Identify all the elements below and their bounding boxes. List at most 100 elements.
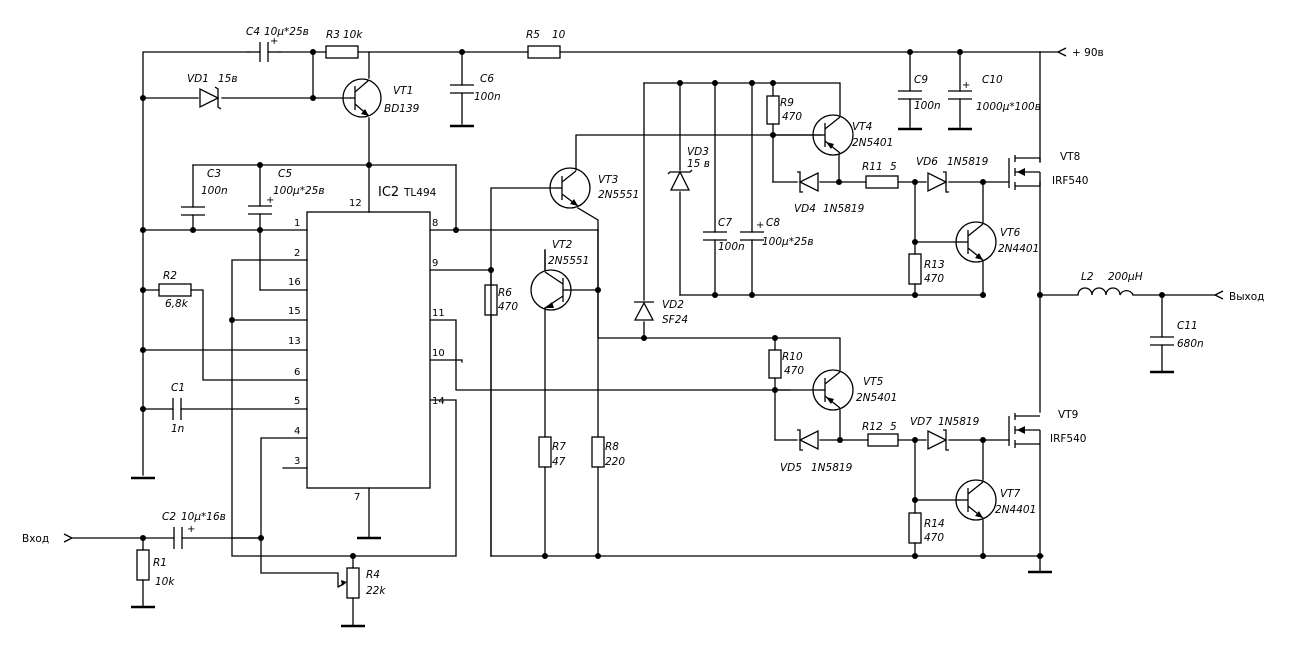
svg-text:+: + — [266, 195, 274, 206]
schottky-vd6: VD6 1N5819 — [916, 156, 989, 193]
capacitor-c6: C6 100n — [450, 73, 501, 103]
zener-vd1: VD1 15в — [187, 73, 238, 110]
vt5-ref-label: VT5 — [863, 376, 884, 388]
vt3-value-label: 2N5551 — [598, 189, 639, 201]
r1-value-label: 10k — [155, 576, 175, 588]
transistor-vt5: VT5 2N5401 — [812, 369, 897, 411]
pin-11-label: 11 — [432, 308, 445, 319]
r4-ref-label: R4 — [366, 569, 380, 581]
r13-ref-label: R13 — [924, 259, 945, 271]
resistor-r7: R7 47 — [538, 436, 566, 468]
resistor-r8: R8 220 — [591, 436, 625, 468]
vd7-ref-label: VD7 — [910, 416, 932, 428]
r1-ref-label: R1 — [153, 557, 167, 569]
vt3-ref-label: VT3 — [598, 174, 618, 186]
vt2-value-label: 2N5551 — [548, 255, 589, 267]
r3-value-label: 10k — [343, 29, 363, 41]
ic2-tl494: IC2 TL494 1 2 16 15 13 6 5 4 3 12 7 8 9 … — [288, 185, 445, 503]
vd5-ref-label: VD5 — [780, 462, 802, 474]
r5-ref-label: R5 — [526, 29, 540, 41]
vd3-ref-label: VD3 — [687, 146, 709, 158]
r12-ref-label: R12 — [862, 421, 883, 433]
r7-ref-label: R7 — [552, 441, 566, 453]
c2-value-label: 10µ*16в — [181, 511, 226, 523]
vt8-ref-label: VT8 — [1060, 151, 1080, 163]
pin-1-label: 1 — [294, 218, 300, 229]
c4-value-label: 10µ*25в — [264, 26, 309, 38]
transistor-vt2: VT2 2N5551 — [530, 239, 589, 311]
pin-12-label: 12 — [349, 198, 362, 209]
r8-value-label: 220 — [605, 456, 625, 468]
pin-15-label: 15 — [288, 306, 301, 317]
c8-ref-label: C8 — [766, 217, 780, 229]
vt1-value-label: BD139 — [384, 103, 420, 115]
capacitor-c5: + C5 100µ*25в — [248, 168, 325, 215]
resistor-r6: R6 470 — [484, 284, 518, 316]
inductor-l2: L2 200µH — [1077, 271, 1143, 296]
transistor-vt3: VT3 2N5551 — [549, 167, 639, 209]
c5-value-label: 100µ*25в — [273, 185, 325, 197]
svg-text:+: + — [756, 220, 764, 231]
r14-ref-label: R14 — [924, 518, 945, 530]
pin-6-label: 6 — [294, 367, 300, 378]
transistor-vt1: VT1 BD139 — [342, 78, 420, 118]
transistor-vt7: VT7 2N4401 — [955, 479, 1036, 521]
r8-ref-label: R8 — [605, 441, 619, 453]
resistor-r10: R10 470 — [768, 349, 804, 379]
pin-8-label: 8 — [432, 218, 438, 229]
input-label: Вход — [22, 533, 49, 545]
schottky-vd7: VD7 1N5819 — [910, 416, 980, 451]
c7-ref-label: C7 — [718, 217, 732, 229]
zener-vd3: VD3 15 в — [667, 146, 710, 191]
svg-text:+: + — [187, 524, 195, 535]
r7-value-label: 47 — [552, 456, 566, 468]
resistor-r3: R3 10k — [325, 29, 363, 59]
r14-value-label: 470 — [924, 532, 944, 544]
pin-9-label: 9 — [432, 258, 438, 269]
c11-ref-label: C11 — [1177, 320, 1198, 332]
schottky-vd5: VD5 1N5819 — [780, 429, 853, 474]
vt1-ref-label: VT1 — [393, 85, 413, 97]
vd4-value-label: 1N5819 — [823, 203, 865, 215]
schottky-vd4: VD4 1N5819 — [794, 171, 865, 215]
c1-ref-label: C1 — [171, 382, 185, 394]
r2-value-label: 6,8k — [165, 298, 189, 310]
c9-value-label: 100n — [914, 100, 941, 112]
r9-ref-label: R9 — [780, 97, 794, 109]
vt4-value-label: 2N5401 — [852, 137, 893, 149]
r12-value-label: 5 — [890, 421, 897, 433]
c10-ref-label: C10 — [982, 74, 1003, 86]
capacitor-c1: C1 1n — [171, 382, 185, 435]
resistor-r9: R9 470 — [766, 95, 802, 125]
vt7-ref-label: VT7 — [1000, 488, 1021, 500]
r10-value-label: 470 — [784, 365, 804, 377]
vt7-value-label: 2N4401 — [995, 504, 1036, 516]
vt8-value-label: IRF540 — [1052, 175, 1088, 187]
r4-value-label: 22k — [366, 585, 386, 597]
vt9-ref-label: VT9 — [1058, 409, 1078, 421]
c1-value-label: 1n — [171, 423, 184, 435]
l2-ref-label: L2 — [1081, 271, 1094, 283]
ground-symbols — [131, 124, 1174, 628]
pin-4-label: 4 — [294, 426, 300, 437]
capacitor-c4: + C4 10µ*25в — [246, 26, 309, 62]
pin-2-label: 2 — [294, 248, 300, 259]
transistor-vt4: VT4 2N5401 — [812, 114, 893, 156]
c3-value-label: 100n — [201, 185, 228, 197]
r2-ref-label: R2 — [163, 270, 177, 282]
capacitor-c7: C7 100n — [703, 217, 745, 253]
r3-ref-label: R3 — [326, 29, 340, 41]
resistor-r12: R12 5 — [862, 421, 899, 447]
resistor-r1: R1 10k — [136, 549, 175, 588]
r6-ref-label: R6 — [498, 287, 512, 299]
vd2-value-label: SF24 — [662, 314, 688, 326]
c4-ref-label: C4 — [246, 26, 260, 38]
capacitor-c3: C3 100n — [181, 168, 228, 216]
pin-7-label: 7 — [354, 492, 360, 503]
pin-13-label: 13 — [288, 336, 301, 347]
c10-value-label: 1000µ*100в — [976, 101, 1041, 113]
port-input: Вход — [22, 533, 74, 545]
r10-ref-label: R10 — [782, 351, 803, 363]
vt4-ref-label: VT4 — [852, 121, 872, 133]
pin-3-label: 3 — [294, 456, 300, 467]
